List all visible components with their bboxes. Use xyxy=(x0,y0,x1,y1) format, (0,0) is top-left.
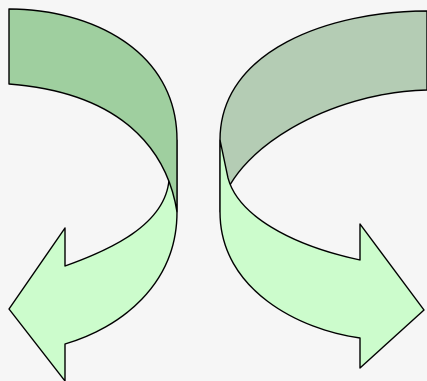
diagram-canvas xyxy=(0,0,427,381)
curved-arrows-diagram xyxy=(0,0,427,381)
